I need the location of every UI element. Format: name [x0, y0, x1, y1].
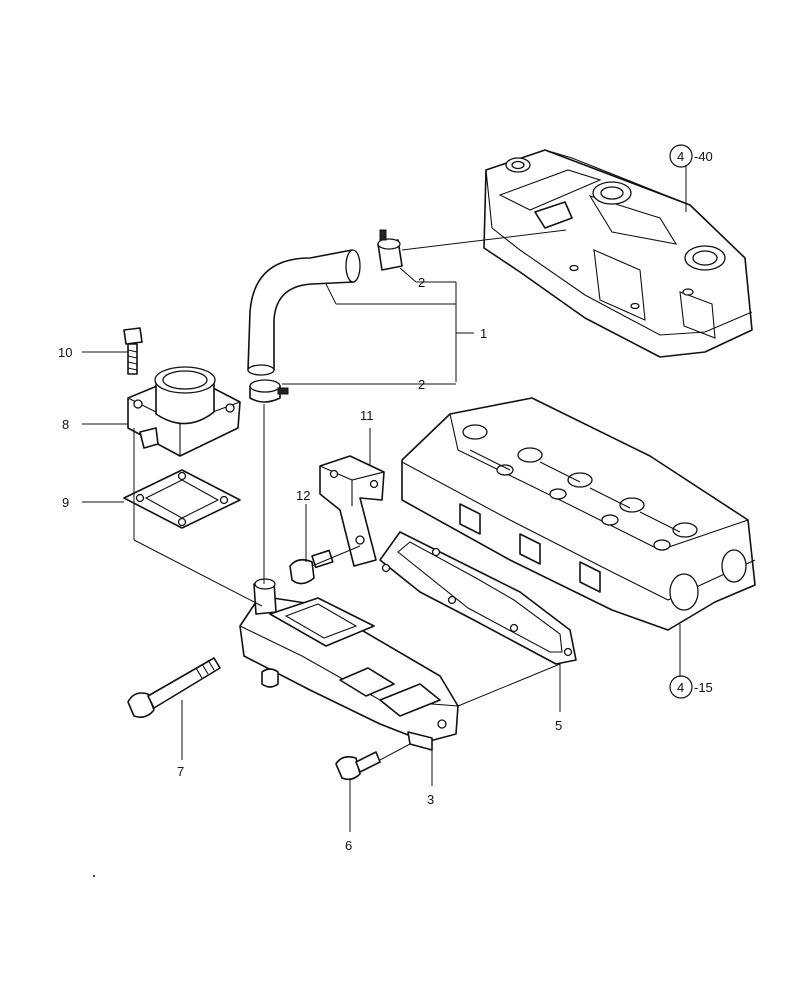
breather-hose[interactable] [247, 249, 361, 376]
callout-2-lower: 2 [418, 377, 425, 392]
bolt-6[interactable] [335, 751, 381, 781]
callout-labels: 1 2 2 10 8 9 11 12 5 3 7 6 [58, 275, 562, 853]
reference-head-suffix: -15 [694, 680, 713, 695]
callout-6: 6 [345, 838, 352, 853]
rocker-cover[interactable] [483, 149, 753, 358]
intake-flange[interactable] [127, 366, 241, 457]
callout-7: 7 [177, 764, 184, 779]
hose-clamp-lower[interactable] [249, 379, 289, 403]
callout-3: 3 [427, 792, 434, 807]
bolt-10[interactable] [123, 327, 143, 375]
callout-9: 9 [62, 495, 69, 510]
flange-gasket[interactable] [123, 469, 241, 529]
callout-10: 10 [58, 345, 72, 360]
callout-1: 1 [480, 326, 487, 341]
bolt-12[interactable] [289, 549, 334, 585]
bracket[interactable] [319, 455, 385, 567]
reference-cover-number: 4 [677, 149, 684, 164]
cylinder-head[interactable] [401, 397, 756, 631]
reference-head-number: 4 [677, 680, 684, 695]
hose-clamp-upper[interactable] [377, 229, 403, 271]
reference-cover: 4 -40 [669, 144, 713, 168]
callout-5: 5 [555, 718, 562, 733]
callout-12: 12 [296, 488, 310, 503]
manifold-gasket[interactable] [379, 531, 577, 665]
callout-2-upper: 2 [418, 275, 425, 290]
stray-dot [93, 875, 95, 877]
reference-head: 4 -15 [669, 675, 713, 699]
reference-cover-suffix: -40 [694, 149, 713, 164]
intake-manifold[interactable] [239, 578, 459, 751]
callout-11: 11 [360, 408, 374, 423]
leader-lines [82, 166, 687, 832]
callout-8: 8 [62, 417, 69, 432]
bolt-7[interactable] [127, 657, 221, 718]
